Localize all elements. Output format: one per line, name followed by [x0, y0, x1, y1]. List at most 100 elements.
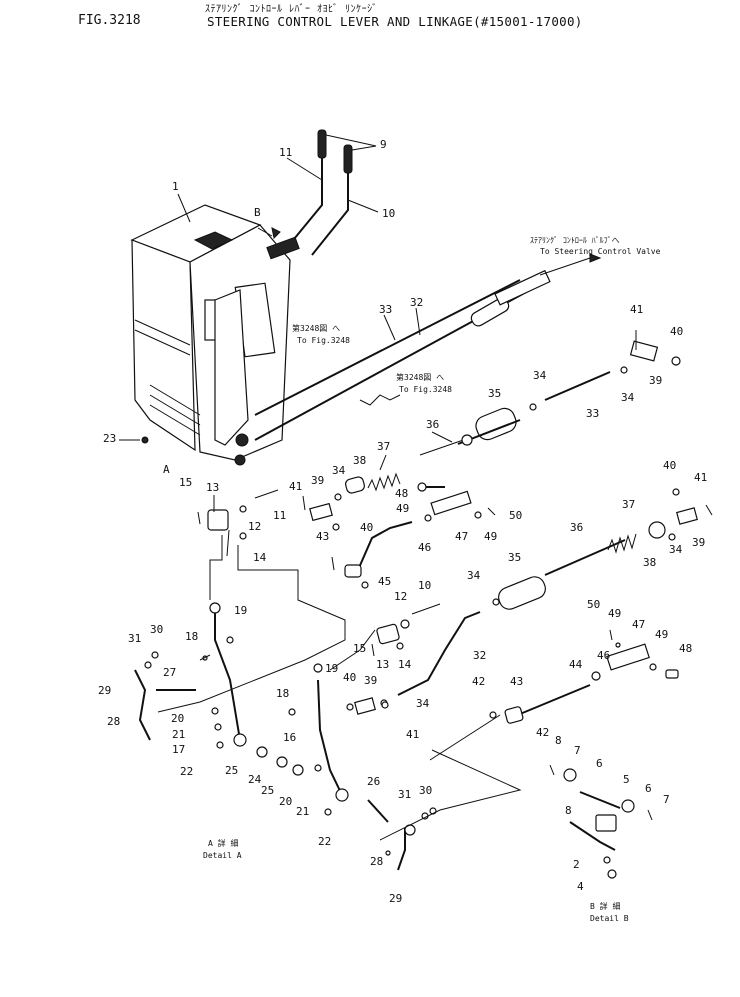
steering-levers [257, 129, 353, 260]
callout-label: 41 [406, 728, 419, 741]
callout-label: 6 [645, 782, 652, 795]
callout-label: 21 [296, 805, 309, 818]
note-valve-en: To Steering Control Valve [540, 247, 661, 256]
callout-label: 49 [396, 502, 409, 515]
note-detail-a-jp: A 詳 細 [208, 838, 238, 848]
callout-label: 42 [472, 675, 485, 688]
callout-label: 48 [679, 642, 692, 655]
leader-lines [119, 134, 453, 557]
callout-label: 40 [343, 671, 356, 684]
title-japanese: ｽﾃｱﾘﾝｸﾞ ｺﾝﾄﾛｰﾙ ﾚﾊﾞｰ ｵﾖﾋﾞ ﾘﾝｹｰｼﾞ [205, 4, 378, 15]
mid-pivot-second-set [371, 603, 441, 657]
callout-label: 34 [621, 391, 635, 404]
left-lever-assembly [134, 602, 304, 776]
callout-label: 34 [533, 369, 547, 382]
note-detail-a-en: Detail A [203, 851, 242, 860]
callout-label: 33 [586, 407, 599, 420]
lower-link-assembly [367, 799, 437, 871]
callout-label: 33 [379, 303, 392, 316]
callout-label: 23 [103, 432, 116, 445]
callout-label: 7 [574, 744, 581, 757]
callout-label: 24 [248, 773, 262, 786]
mid-left-pivot-parts [197, 489, 340, 540]
callout-label: 32 [473, 649, 486, 662]
callout-label: 7 [663, 793, 670, 806]
callout-label: 29 [98, 684, 111, 697]
callout-label: 42 [536, 726, 549, 739]
callout-label: 22 [318, 835, 331, 848]
callout-label: 49 [484, 530, 497, 543]
callout-label: 38 [643, 556, 656, 569]
callout-label: 34 [467, 569, 481, 582]
callout-label: 5 [623, 773, 630, 786]
callout-label: 22 [180, 765, 193, 778]
callout-label: 17 [172, 743, 185, 756]
callout-label: 39 [311, 474, 324, 487]
detail-b-assembly [549, 764, 653, 879]
callout-label: 15 [179, 476, 192, 489]
callout-label: 8 [555, 734, 562, 747]
callout-label: 34 [332, 464, 346, 477]
callout-label: 10 [418, 579, 431, 592]
callout-label: 11 [273, 509, 286, 522]
callout-label: 18 [276, 687, 289, 700]
callout-label: 18 [185, 630, 198, 643]
callout-label: 29 [389, 892, 402, 905]
callout-label: 47 [632, 618, 645, 631]
callout-label: 32 [410, 296, 423, 309]
callout-label: 35 [508, 551, 521, 564]
callout-label: 12 [394, 590, 407, 603]
callout-label: 50 [587, 598, 600, 611]
callout-label: 31 [398, 788, 411, 801]
callout-label: 11 [279, 146, 292, 159]
callout-label: 9 [380, 138, 387, 151]
callout-label: 13 [376, 658, 389, 671]
callout-label: 19 [325, 662, 338, 675]
rod-assembly-right [492, 488, 713, 610]
callout-label: 6 [596, 757, 603, 770]
callout-label: 40 [360, 521, 373, 534]
callout-label: 28 [107, 715, 120, 728]
callout-label: 21 [172, 728, 185, 741]
callout-label: 36 [570, 521, 583, 534]
callout-label: 12 [248, 520, 261, 533]
figure-number: FIG.3218 [78, 13, 141, 28]
callout-label: 38 [353, 454, 366, 467]
note-ref2-jp: 第3248図 へ [396, 372, 444, 382]
callout-label: 44 [569, 658, 583, 671]
callout-label: 20 [279, 795, 292, 808]
note-detail-b-en: Detail B [590, 914, 629, 923]
callout-label: 4 [577, 880, 584, 893]
callout-label: 15 [353, 642, 366, 655]
lever-45-assembly [331, 521, 413, 589]
note-detail-b-jp: B 詳 細 [590, 901, 620, 911]
callout-label: 49 [608, 607, 621, 620]
callout-label: 30 [419, 784, 432, 797]
callout-label: 16 [283, 731, 296, 744]
callout-label: 50 [509, 509, 522, 522]
callout-label: 49 [655, 628, 668, 641]
callout-label: 8 [565, 804, 572, 817]
callout-label: 28 [370, 855, 383, 868]
title-english: STEERING CONTROL LEVER AND LINKAGE(#1500… [207, 14, 583, 29]
callout-label: 14 [398, 658, 412, 671]
callout-label: 37 [622, 498, 635, 511]
callout-label: 41 [289, 480, 302, 493]
callout-label: 39 [649, 374, 662, 387]
callout-label: 34 [669, 543, 683, 556]
note-ref1-en: To Fig.3248 [297, 336, 350, 345]
callout-label: 43 [510, 675, 523, 688]
callout-label: 41 [694, 471, 707, 484]
callout-label: 2 [573, 858, 580, 871]
callout-label: 13 [206, 481, 219, 494]
callout-label: 47 [455, 530, 468, 543]
callout-label: 46 [418, 541, 431, 554]
linkage-routing-lines [157, 535, 522, 841]
middle-lever-assembly [288, 663, 389, 816]
note-ref1-jp: 第3248図 へ [292, 323, 340, 333]
callout-label: 39 [364, 674, 377, 687]
callout-label: 31 [128, 632, 141, 645]
callout-label: 30 [150, 623, 163, 636]
view-label-a: A [163, 463, 170, 476]
